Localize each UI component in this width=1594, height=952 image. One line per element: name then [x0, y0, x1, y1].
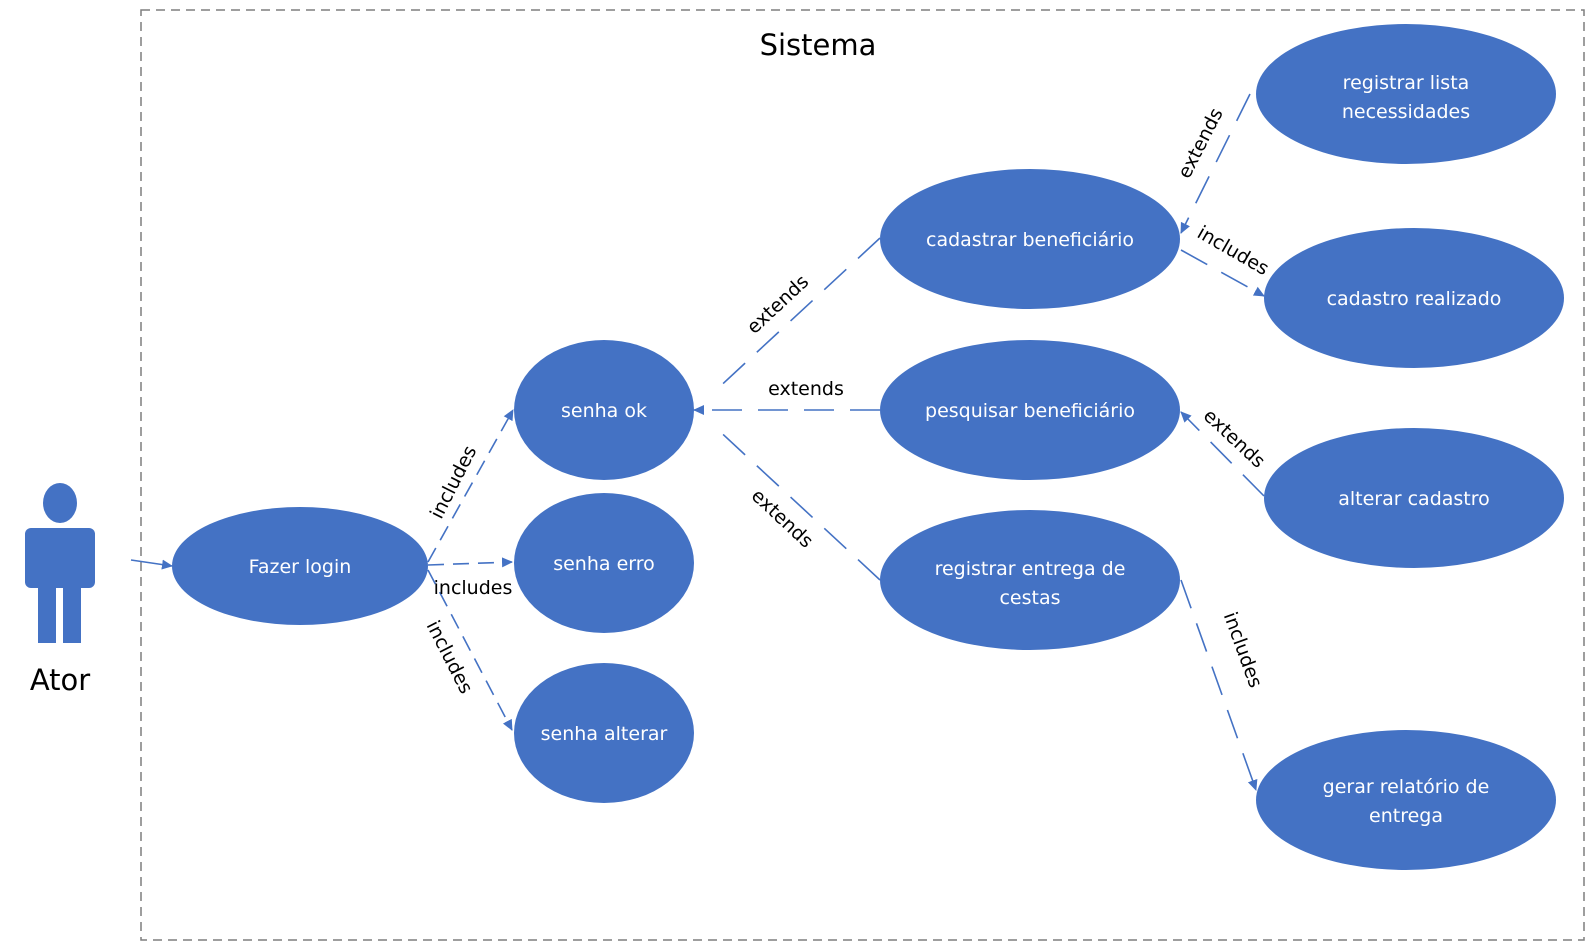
- use-case-cadastrar-beneficiario[interactable]: cadastrar beneficiário: [880, 169, 1180, 309]
- label-registrar-to-senha-ok: extends: [747, 485, 817, 553]
- label-pesquisar-to-senha-ok: extends: [768, 378, 844, 400]
- use-case-gerar-relatorio[interactable]: gerar relatório de entrega: [1256, 730, 1556, 870]
- use-case-label: senha ok: [561, 400, 647, 422]
- use-case-label: cadastrar beneficiário: [926, 229, 1134, 251]
- use-case-label: cadastro realizado: [1327, 288, 1502, 310]
- use-case-label-line-2: cestas: [999, 587, 1060, 609]
- use-case-senha-alterar[interactable]: senha alterar: [514, 663, 694, 803]
- alterar-to-pesquisar-connector: [1180, 411, 1265, 497]
- use-case-registrar-entrega[interactable]: registrar entrega de cestas: [880, 510, 1180, 650]
- label-registrar-to-relatorio: includes: [1219, 609, 1267, 691]
- use-case-label-line-2: entrega: [1369, 805, 1443, 827]
- use-case-label: pesquisar beneficiário: [925, 400, 1135, 422]
- label-alterar-to-pesquisar: extends: [1199, 405, 1269, 473]
- actor-to-login-connector: [130, 559, 173, 570]
- registrar-to-senha-ok-connector: [713, 425, 881, 581]
- use-case-label-line-1: gerar relatório de: [1323, 776, 1490, 798]
- use-case-senha-erro[interactable]: senha erro: [514, 493, 694, 633]
- login-to-senha-alterar-connector: [427, 569, 513, 731]
- use-case-cadastro-realizado[interactable]: cadastro realizado: [1264, 228, 1564, 368]
- label-cadastrar-to-realizado: includes: [1193, 222, 1272, 280]
- use-case-senha-ok[interactable]: senha ok: [514, 340, 694, 480]
- use-case-label-line-1: registrar lista: [1343, 72, 1470, 94]
- use-case-pesquisar-beneficiario[interactable]: pesquisar beneficiário: [880, 340, 1180, 480]
- label-cadastrar-to-senha-ok: extends: [743, 271, 813, 339]
- use-case-label-line-1: registrar entrega de: [935, 558, 1126, 580]
- label-lista-to-cadastrar: extends: [1174, 105, 1228, 182]
- registrar-to-relatorio-connector: [1180, 579, 1258, 791]
- label-login-to-senha-ok: includes: [426, 442, 481, 522]
- use-case-registrar-lista[interactable]: registrar lista necessidades: [1256, 24, 1556, 164]
- use-case-alterar-cadastro[interactable]: alterar cadastro: [1264, 428, 1564, 568]
- system-title: Sistema: [760, 28, 877, 62]
- cadastrar-to-realizado-connector: [1180, 249, 1265, 297]
- login-to-senha-ok-connector: [427, 409, 514, 563]
- actor[interactable]: Ator: [25, 483, 95, 697]
- label-login-to-senha-alterar: includes: [422, 617, 477, 697]
- use-case-label-line-2: necessidades: [1342, 101, 1470, 123]
- login-to-senha-erro-connector: [427, 557, 513, 568]
- person-icon: [25, 483, 95, 643]
- system-boundary: [140, 9, 1585, 941]
- use-case-label: senha erro: [553, 553, 655, 575]
- use-case-label: alterar cadastro: [1338, 488, 1490, 510]
- actor-label: Ator: [30, 663, 90, 697]
- lista-to-cadastrar-connector: [1180, 93, 1251, 234]
- use-case-label: senha alterar: [541, 723, 668, 745]
- use-case-fazer-login[interactable]: Fazer login: [172, 507, 428, 625]
- use-case-label: Fazer login: [249, 556, 352, 578]
- label-login-to-senha-erro: includes: [434, 577, 513, 599]
- cadastrar-to-senha-ok-connector: [713, 237, 881, 393]
